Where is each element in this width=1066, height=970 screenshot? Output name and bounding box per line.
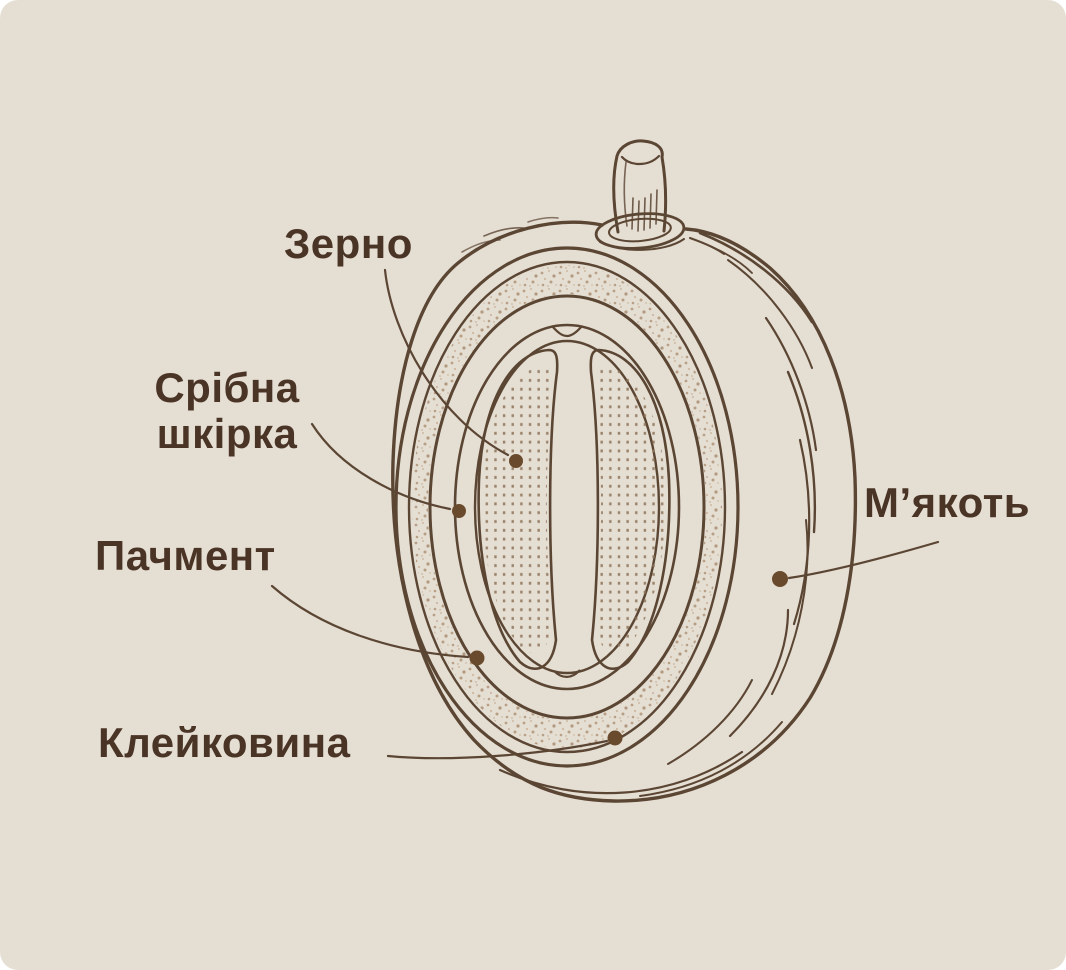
- pulp-hatching: [461, 216, 818, 765]
- mucilage-inner-line: [428, 294, 706, 720]
- leader-lines: [270, 268, 940, 760]
- leader-line-bean: [383, 268, 510, 457]
- label-bean: Зерно: [284, 220, 413, 267]
- skin-cut-edge: [394, 246, 740, 768]
- skin-inner-edge: [407, 260, 727, 754]
- cut-face-rings: [394, 246, 740, 768]
- dot-silver-skin: [452, 504, 466, 518]
- leader-line-parchment: [270, 584, 470, 659]
- leader-line-pulp: [787, 540, 940, 580]
- label-mucilage: Клейковина: [98, 719, 351, 766]
- beans: [477, 348, 671, 671]
- dot-mucilage: [607, 730, 623, 746]
- leader-dots: [452, 454, 788, 746]
- label-silver-skin: Срібна шкірка: [154, 364, 300, 458]
- bean-left: [477, 348, 559, 671]
- label-pulp: М’якоть: [864, 479, 1031, 526]
- dot-bean: [509, 454, 523, 468]
- stem-collar: [594, 212, 686, 250]
- dot-parchment: [469, 650, 485, 666]
- cherry-body-outline: [391, 220, 858, 803]
- bean-right: [589, 348, 671, 671]
- leader-line-silver-skin: [310, 422, 452, 511]
- leader-line-mucilage: [386, 739, 609, 760]
- stem-hatch: [631, 189, 658, 232]
- dot-pulp: [772, 571, 788, 587]
- label-parchment: Пачмент: [95, 532, 276, 579]
- stem: [594, 139, 686, 251]
